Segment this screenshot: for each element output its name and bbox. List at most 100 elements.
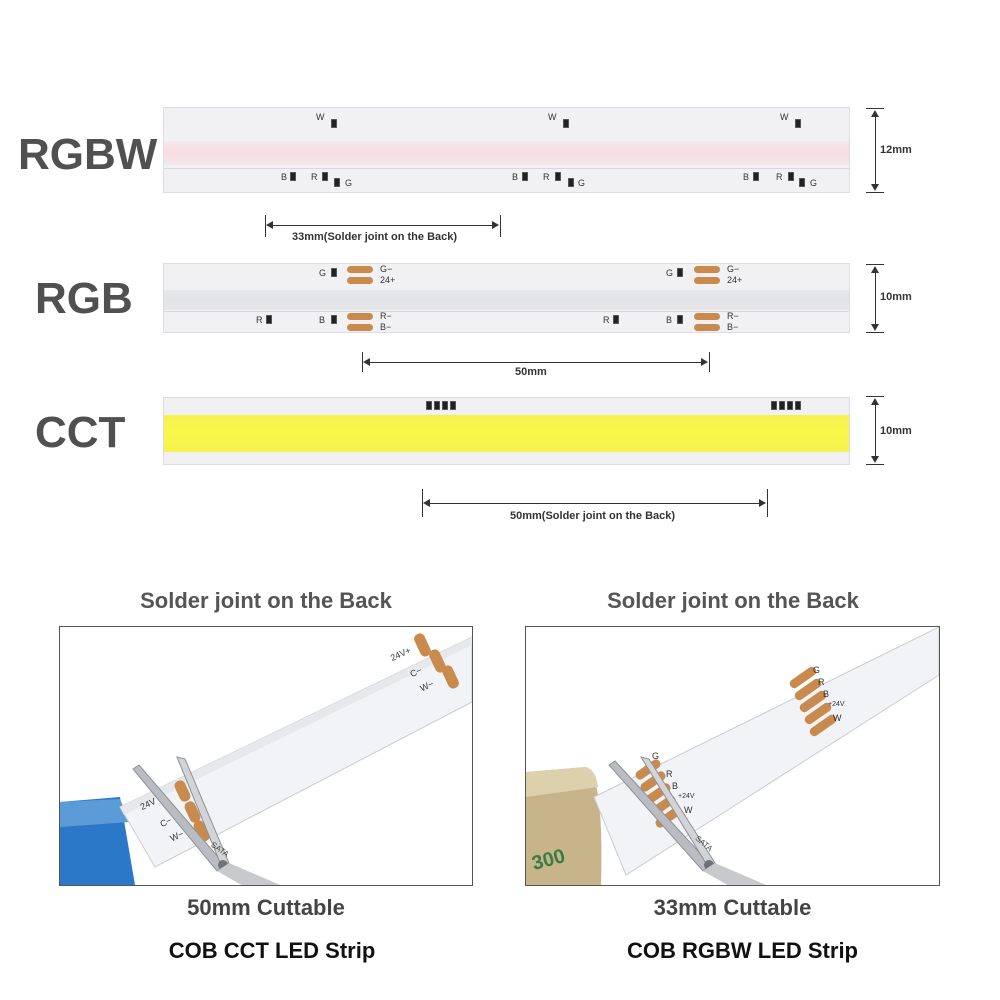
- rgbw-cut-label: 33mm(Solder joint on the Back): [292, 231, 458, 243]
- dim-arrow: [871, 456, 879, 463]
- rgbw-mark-b: B: [512, 172, 519, 182]
- dim-arrow: [871, 324, 879, 331]
- rgb-pad-label: R−: [380, 311, 392, 321]
- cct-cut-label: 50mm(Solder joint on the Back): [510, 510, 676, 522]
- rgbw-photo-pad-label: R: [666, 769, 673, 779]
- dim-arrow: [492, 221, 499, 229]
- rgbw-chip: [788, 172, 794, 181]
- rgb-strip: [163, 263, 850, 333]
- rgbw-mark-r: R: [543, 172, 550, 182]
- rgbw-chip: [563, 119, 569, 128]
- rgb-pad-label: 24+: [727, 275, 743, 285]
- cct-chip: [787, 401, 793, 410]
- rgbw-width-label: 12mm: [880, 144, 912, 156]
- cct-chip: [771, 401, 777, 410]
- rgbw-photo-pad-label: W: [833, 713, 842, 723]
- rgb-solder-pad: [694, 313, 720, 320]
- rgbw-mark-w: W: [548, 112, 557, 122]
- cct-cut-photo: 24V+ C− W− 24V C− W− SATA: [59, 626, 473, 886]
- rgb-mark-b: B: [666, 315, 673, 325]
- rgbw-mark-g: G: [345, 178, 353, 188]
- rgb-pad-label: B−: [380, 322, 392, 332]
- rgbw-strip: [163, 107, 850, 193]
- rgb-chip: [677, 315, 683, 324]
- rgbw-mark-g: G: [810, 178, 818, 188]
- rgb-solder-pad: [347, 313, 373, 320]
- scissors-icon: [608, 756, 767, 885]
- rgbw-mark-w: W: [780, 112, 789, 122]
- cct-chip: [450, 401, 456, 410]
- rgbw-chip: [322, 172, 328, 181]
- rgbw-photo-pad-label: G: [813, 665, 821, 675]
- dim-arrow: [423, 499, 430, 507]
- dim-line: [875, 268, 876, 329]
- rgbw-mark-b: B: [281, 172, 288, 182]
- cct-strip: [163, 397, 850, 465]
- rgb-pad-label: R−: [727, 311, 739, 321]
- rgb-divider: [164, 311, 849, 312]
- dim-arrow: [871, 266, 879, 273]
- rgbw-divider: [164, 168, 849, 169]
- cct-photo-svg: [60, 627, 472, 885]
- dim-tick: [866, 108, 884, 109]
- rgbw-chip: [795, 119, 801, 128]
- rgb-solder-pad: [694, 324, 720, 331]
- left-section-title: Solder joint on the Back: [140, 588, 392, 613]
- rgbw-chip: [753, 172, 759, 181]
- right-section-title: Solder joint on the Back: [607, 588, 859, 613]
- rgb-solder-pad: [694, 266, 720, 273]
- rgb-chip: [331, 315, 337, 324]
- rgbw-mark-r: R: [776, 172, 783, 182]
- cct-glow-band: [164, 415, 849, 452]
- dim-tick: [866, 192, 884, 193]
- rgbw-cut-photo: 300 G R B +24V W G R B +24V W SATA: [525, 626, 940, 886]
- dim-tick: [265, 215, 266, 237]
- rgb-mark-g: G: [319, 268, 327, 278]
- rgb-mark-r: R: [256, 315, 263, 325]
- dim-tick: [422, 489, 423, 517]
- rgb-solder-pad: [694, 277, 720, 284]
- scissors-icon: [132, 756, 281, 885]
- rgb-chip: [677, 268, 683, 277]
- dim-line: [365, 362, 706, 363]
- rgbw-photo-pad-label: +24V: [678, 793, 695, 800]
- rgbw-mark-b: B: [743, 172, 750, 182]
- rgbw-label: RGBW: [18, 130, 158, 179]
- dim-arrow: [871, 398, 879, 405]
- rgb-solder-pad: [347, 324, 373, 331]
- rgbw-photo-pad-label: R: [818, 677, 825, 687]
- rgbw-photo-pad-label: G: [652, 751, 660, 761]
- rgb-chip: [266, 315, 272, 324]
- rgb-pad-label: G−: [727, 264, 740, 274]
- dim-line: [268, 225, 497, 226]
- rgb-pad-label: G−: [380, 264, 393, 274]
- rgb-solder-pad: [347, 266, 373, 273]
- rgb-width-label: 10mm: [880, 291, 912, 303]
- rgb-chip: [331, 268, 337, 277]
- rgb-pad-label: 24+: [380, 275, 396, 285]
- dim-arrow: [701, 358, 708, 366]
- dim-tick: [767, 489, 768, 517]
- rgbw-chip: [331, 119, 337, 128]
- rgbw-photo-pad-label: +24V: [828, 701, 845, 708]
- rgb-label: RGB: [35, 274, 133, 323]
- rgbw-chip: [555, 172, 561, 181]
- rgbw-mark-r: R: [311, 172, 318, 182]
- rgbw-chip: [290, 172, 296, 181]
- left-cut-caption: 50mm Cuttable: [187, 895, 345, 920]
- dim-arrow: [871, 184, 879, 191]
- dim-arrow: [266, 221, 273, 229]
- dim-tick: [866, 464, 884, 465]
- dim-arrow: [363, 358, 370, 366]
- right-cut-caption: 33mm Cuttable: [653, 895, 812, 920]
- rgbw-photo-pad-label: W: [684, 805, 693, 815]
- rgbw-chip: [799, 178, 805, 187]
- rgb-glow-band: [164, 290, 849, 310]
- rgb-pad-label: B−: [727, 322, 739, 332]
- rgbw-glow-band: [164, 141, 849, 165]
- rgbw-mark-w: W: [316, 112, 325, 122]
- rgb-mark-r: R: [603, 315, 610, 325]
- cct-label: CCT: [35, 408, 126, 457]
- rgbw-chip: [522, 172, 528, 181]
- dim-tick: [866, 264, 884, 265]
